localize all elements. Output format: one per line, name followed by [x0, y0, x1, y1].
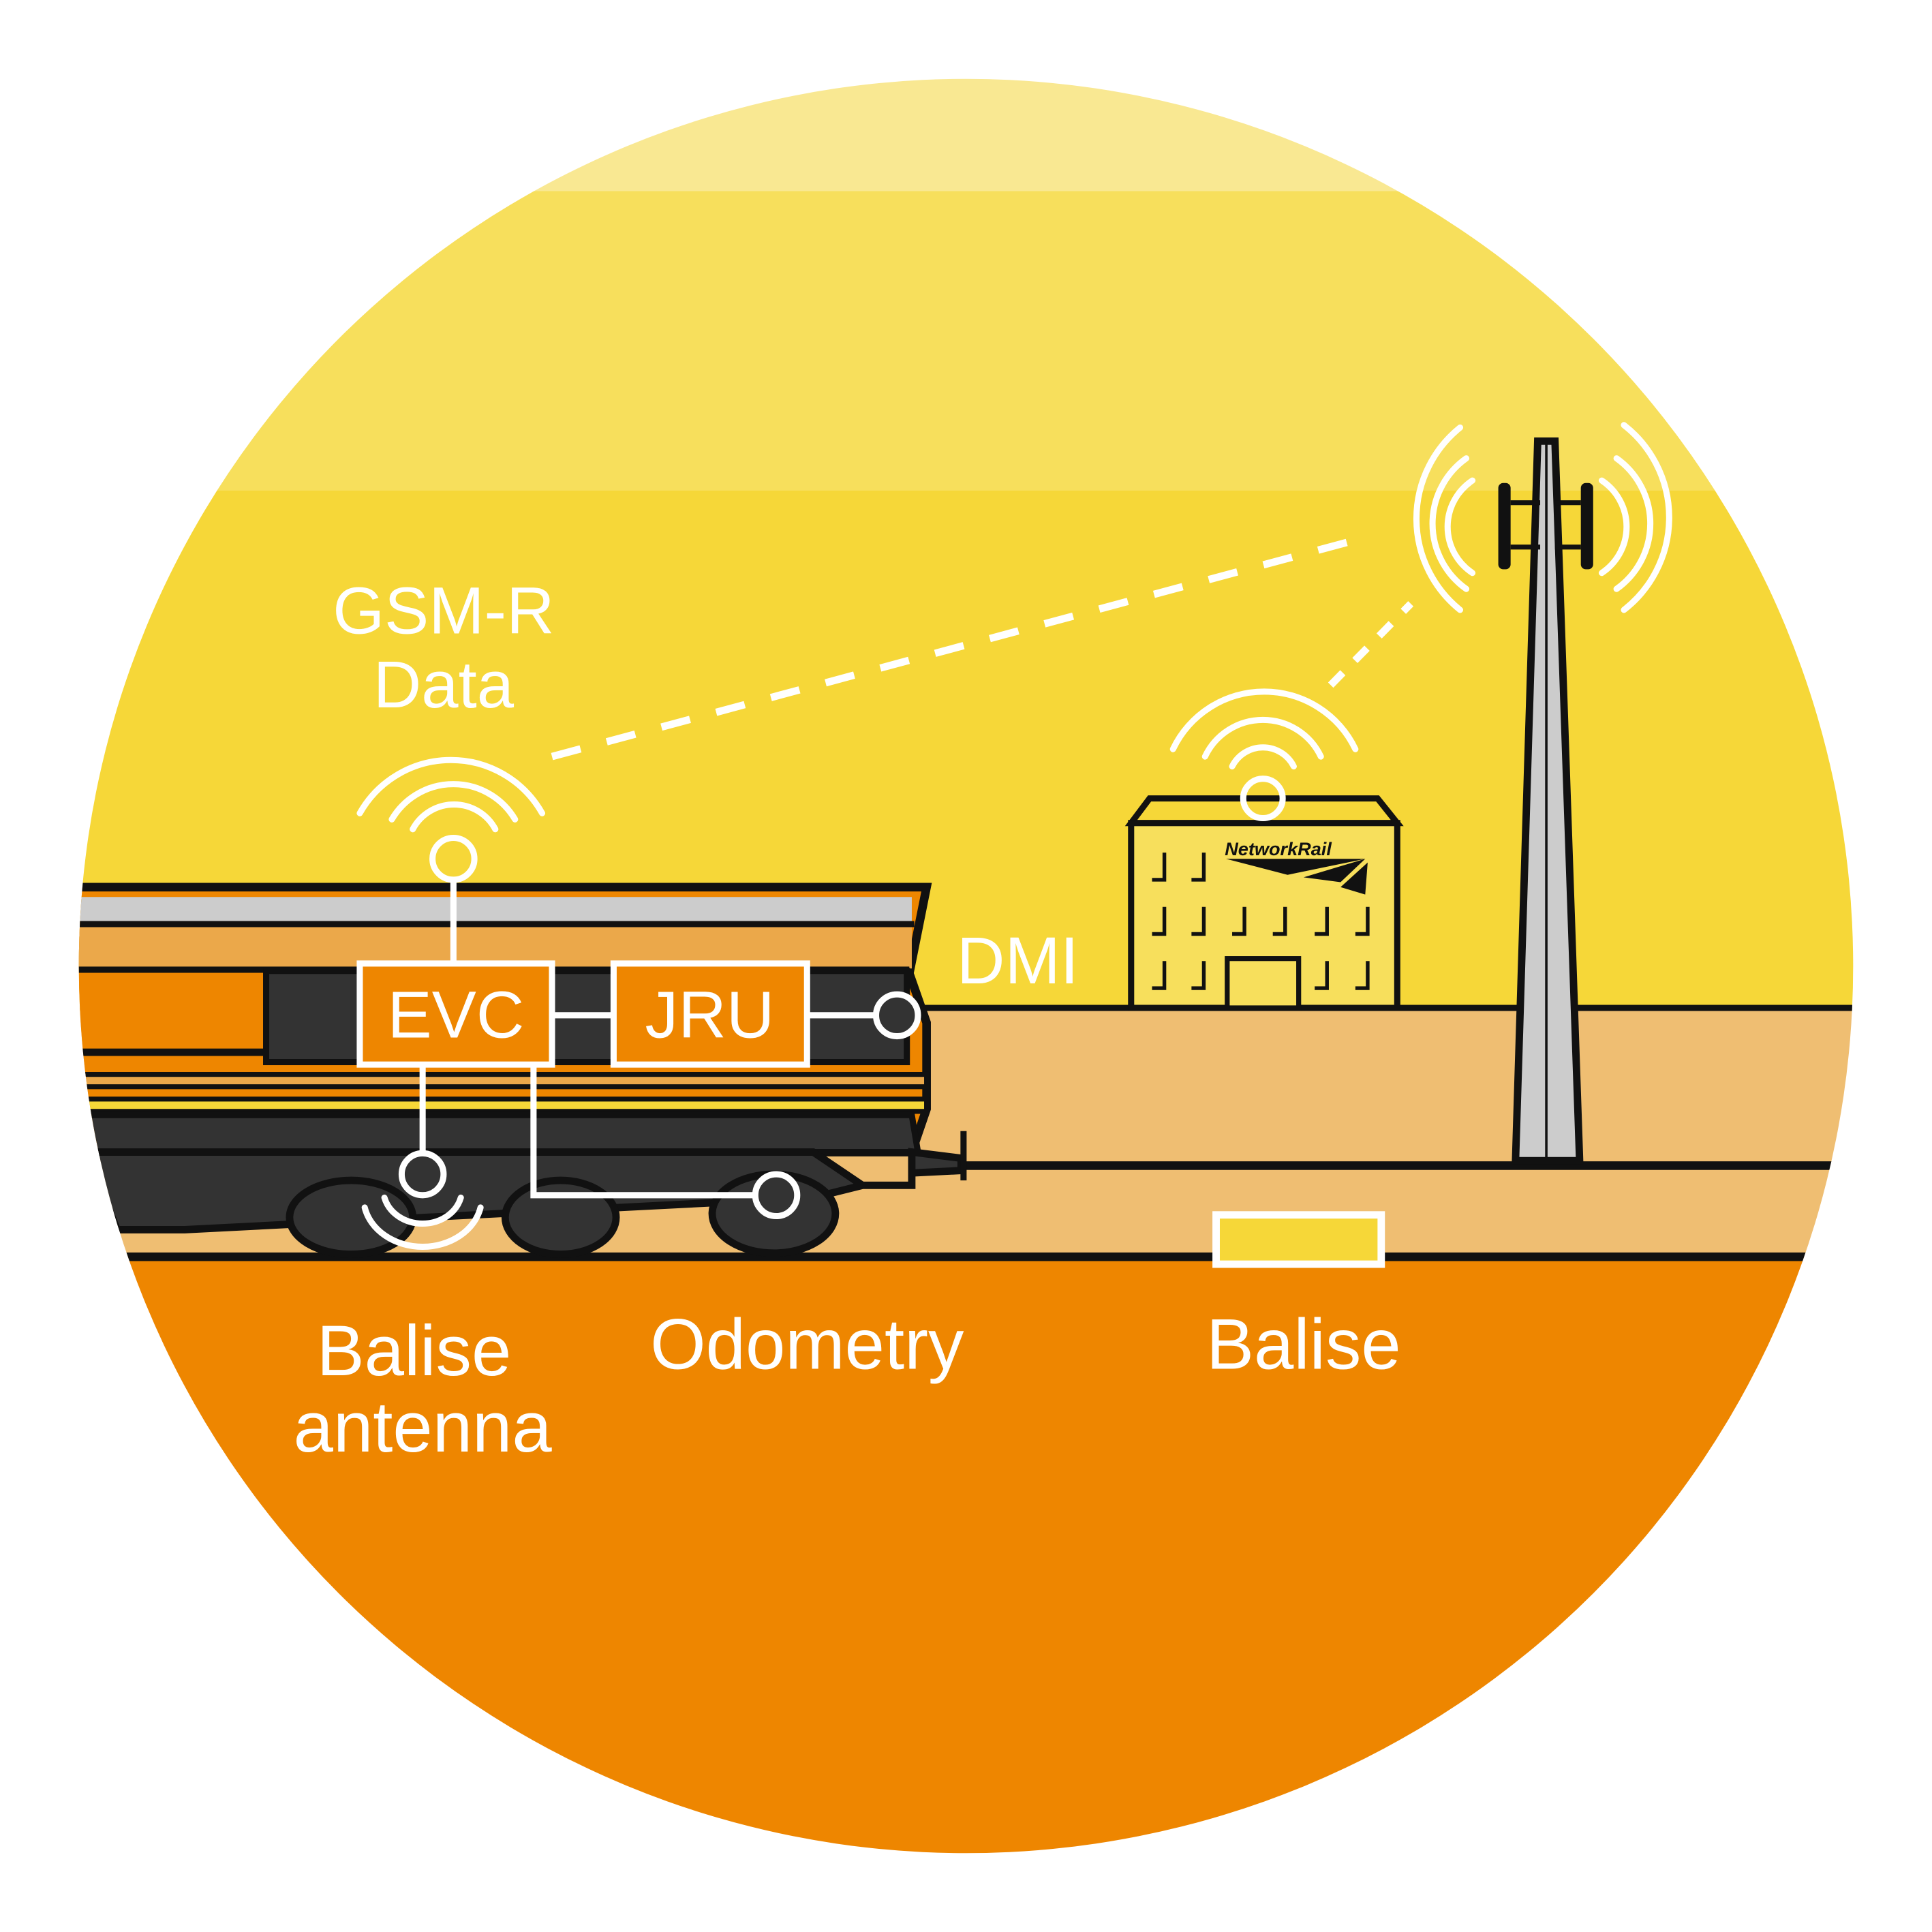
network-rail-logo: NetworkRail — [1225, 838, 1332, 859]
jru-box: JRU — [610, 960, 810, 1068]
gsmr-antenna-node — [429, 834, 478, 883]
control-centre-building: NetworkRail — [1124, 795, 1404, 1011]
building-antenna-node — [1240, 776, 1286, 822]
odometry-label: Odometry — [650, 1305, 964, 1385]
gsmr-link-train-mast — [551, 534, 1363, 761]
train-signal-waves-icon — [356, 756, 546, 833]
sky-band-top — [78, 78, 1854, 191]
odometry-node — [752, 1171, 801, 1220]
train-wheel — [501, 1176, 620, 1259]
gsmr-label: GSM-R — [333, 573, 554, 647]
dmi-node — [872, 991, 921, 1040]
evc-box: EVC — [356, 960, 555, 1068]
balise-antenna-label: Balise — [317, 1311, 512, 1391]
radio-mast — [1498, 437, 1593, 1165]
dmi-label: DMI — [957, 923, 1079, 998]
onboard-connections — [419, 879, 878, 1199]
jru-label: JRU — [645, 977, 775, 1052]
balise-label: Balise — [1206, 1305, 1401, 1385]
mast-signal-waves-icon — [1413, 422, 1672, 613]
network-rail-logo-arrows — [1225, 859, 1366, 875]
trackside-balise — [1212, 1211, 1385, 1268]
train — [78, 883, 967, 1259]
foreground — [78, 1257, 1854, 1854]
evc-label: EVC — [388, 977, 525, 1052]
balise-antenna-label-2: antenna — [294, 1387, 553, 1467]
balise-antenna-waves-icon — [361, 1194, 484, 1250]
balise-antenna-node — [398, 1150, 447, 1199]
building-signal-waves-icon — [1169, 688, 1359, 770]
gsmr-data-label: Data — [373, 647, 515, 722]
